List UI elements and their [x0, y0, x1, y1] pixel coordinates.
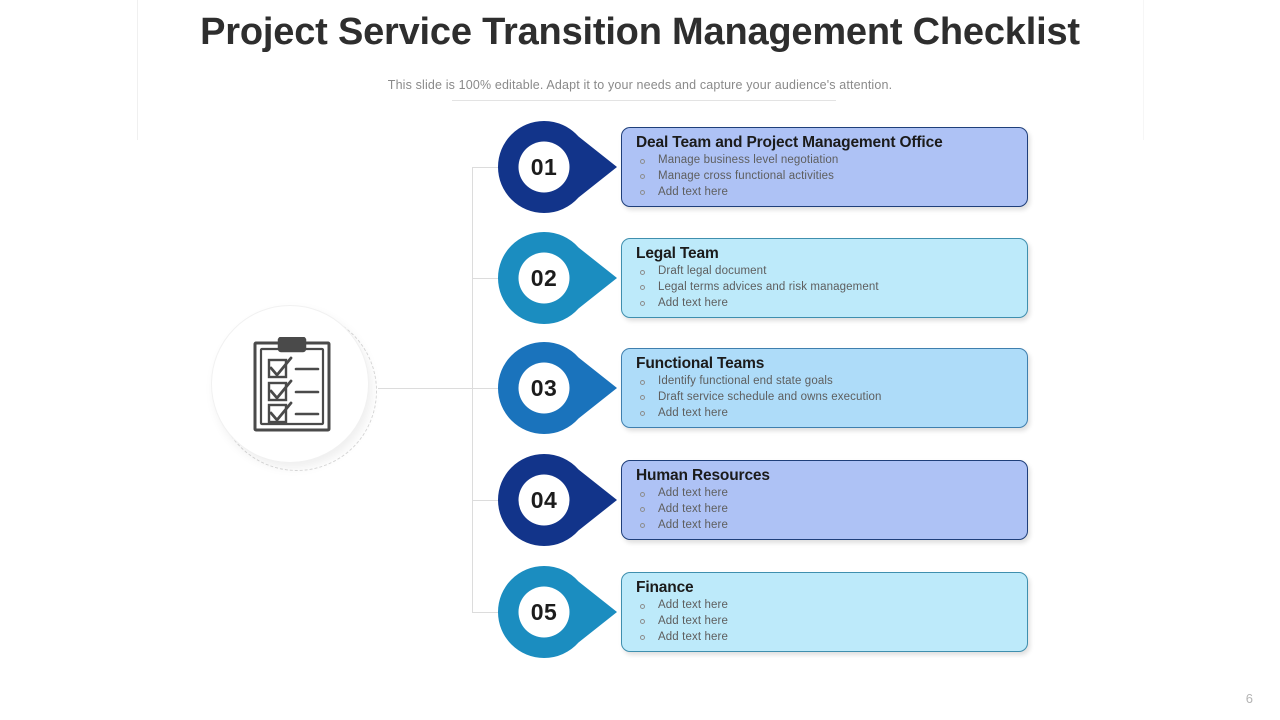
bullet-circle-icon — [640, 635, 645, 641]
bullet-circle-icon — [640, 190, 645, 196]
step-card-title-2: Legal Team — [636, 245, 719, 262]
left-edge-rule — [137, 0, 138, 140]
step-row-1: 01 Deal Team and Project Management Offi… — [0, 121, 1280, 213]
bullet-text: Manage cross functional activities — [658, 169, 835, 182]
step-number-3: 03 — [530, 374, 558, 401]
bullet-circle-icon — [640, 603, 645, 609]
bullet-text: Draft service schedule and owns executio… — [658, 390, 882, 403]
list-item: Manage cross functional activities — [638, 169, 1017, 185]
bullet-circle-icon — [640, 269, 645, 275]
list-item: Add text here — [638, 185, 1017, 201]
bullet-circle-icon — [640, 158, 645, 164]
bullet-text: Add text here — [658, 487, 728, 499]
bullet-text: Add text here — [658, 185, 728, 198]
list-item: Add text here — [638, 296, 1017, 312]
bullet-text: Legal terms advices and risk management — [658, 280, 879, 293]
step-row-4: 04 Human Resources Add text here Add tex… — [0, 454, 1280, 546]
bullet-circle-icon — [640, 491, 645, 497]
step-card-3[interactable]: Functional Teams Identify functional end… — [621, 348, 1028, 428]
list-item: Add text here — [638, 630, 1017, 646]
list-item: Draft service schedule and owns executio… — [638, 390, 1017, 406]
step-card-bullets-1: Manage business level negotiation Manage… — [638, 153, 1017, 200]
step-card-title-4: Human Resources — [636, 467, 770, 484]
step-card-title-1: Deal Team and Project Management Office — [636, 134, 943, 151]
bullet-circle-icon — [640, 285, 645, 291]
list-item: Manage business level negotiation — [638, 153, 1017, 169]
step-marker-2[interactable]: 02 — [498, 232, 622, 324]
list-item: Draft legal document — [638, 264, 1017, 280]
step-card-title-5: Finance — [636, 579, 694, 596]
bullet-circle-icon — [640, 523, 645, 529]
list-item: Add text here — [638, 502, 1017, 518]
step-card-5[interactable]: Finance Add text here Add text here Add … — [621, 572, 1028, 652]
connector-stub-3 — [472, 388, 502, 389]
bullet-text: Manage business level negotiation — [658, 154, 839, 166]
bullet-text: Add text here — [658, 406, 728, 419]
marker-inner-circle — [518, 252, 570, 304]
list-item: Legal terms advices and risk management — [638, 280, 1017, 296]
bullet-text: Add text here — [658, 630, 728, 643]
connector-stub-2 — [472, 278, 502, 279]
bullet-circle-icon — [640, 507, 645, 513]
list-item: Add text here — [638, 614, 1017, 630]
page-subtitle: This slide is 100% editable. Adapt it to… — [387, 78, 893, 92]
step-marker-5[interactable]: 05 — [498, 566, 622, 658]
step-card-2[interactable]: Legal Team Draft legal document Legal te… — [621, 238, 1028, 318]
step-card-1[interactable]: Deal Team and Project Management Office … — [621, 127, 1028, 207]
step-card-bullets-5: Add text here Add text here Add text her… — [638, 598, 1017, 645]
connector-spine — [472, 167, 473, 612]
connector-stub-4 — [472, 500, 502, 501]
bullet-text: Draft legal document — [658, 265, 767, 277]
step-row-2: 02 Legal Team Draft legal document Legal… — [0, 232, 1280, 324]
marker-inner-circle — [518, 586, 570, 638]
step-card-bullets-2: Draft legal document Legal terms advices… — [638, 264, 1017, 311]
page-title: Project Service Transition Management Ch… — [200, 11, 1080, 53]
bullet-text: Add text here — [658, 614, 728, 627]
right-edge-rule — [1143, 0, 1144, 140]
checklist-medallion — [211, 305, 377, 471]
bullet-text: Add text here — [658, 599, 728, 611]
step-marker-1[interactable]: 01 — [498, 121, 622, 213]
bullet-circle-icon — [640, 174, 645, 180]
bullet-text: Add text here — [658, 502, 728, 515]
bullet-circle-icon — [640, 395, 645, 401]
connector-stub-5 — [472, 612, 502, 613]
step-number-1: 01 — [530, 153, 558, 180]
step-row-5: 05 Finance Add text here Add text here A… — [0, 566, 1280, 658]
connector-icon-link — [378, 388, 473, 389]
list-item: Add text here — [638, 518, 1017, 534]
clipboard-checklist-icon — [252, 336, 332, 433]
list-item: Add text here — [638, 406, 1017, 422]
step-marker-3[interactable]: 03 — [498, 342, 622, 434]
bullet-circle-icon — [640, 379, 645, 385]
step-card-bullets-4: Add text here Add text here Add text her… — [638, 486, 1017, 533]
step-number-5: 05 — [530, 598, 558, 625]
bullet-circle-icon — [640, 411, 645, 417]
step-number-4: 04 — [530, 486, 558, 513]
bullet-text: Add text here — [658, 518, 728, 531]
step-row-3: 03 Functional Teams Identify functional … — [0, 342, 1280, 434]
list-item: Identify functional end state goals — [638, 374, 1017, 390]
bullet-circle-icon — [640, 301, 645, 307]
connector-stub-1 — [472, 167, 502, 168]
marker-inner-circle — [518, 141, 570, 193]
list-item: Add text here — [638, 598, 1017, 614]
step-number-2: 02 — [530, 264, 558, 291]
subtitle-divider — [452, 100, 836, 101]
step-card-title-3: Functional Teams — [636, 355, 765, 372]
page-number: 6 — [1245, 691, 1253, 706]
step-marker-4[interactable]: 04 — [498, 454, 622, 546]
bullet-circle-icon — [640, 619, 645, 625]
marker-inner-circle — [518, 362, 570, 414]
marker-inner-circle — [518, 474, 570, 526]
step-card-bullets-3: Identify functional end state goals Draf… — [638, 374, 1017, 421]
bullet-text: Identify functional end state goals — [658, 375, 833, 387]
step-card-4[interactable]: Human Resources Add text here Add text h… — [621, 460, 1028, 540]
list-item: Add text here — [638, 486, 1017, 502]
bullet-text: Add text here — [658, 296, 728, 309]
